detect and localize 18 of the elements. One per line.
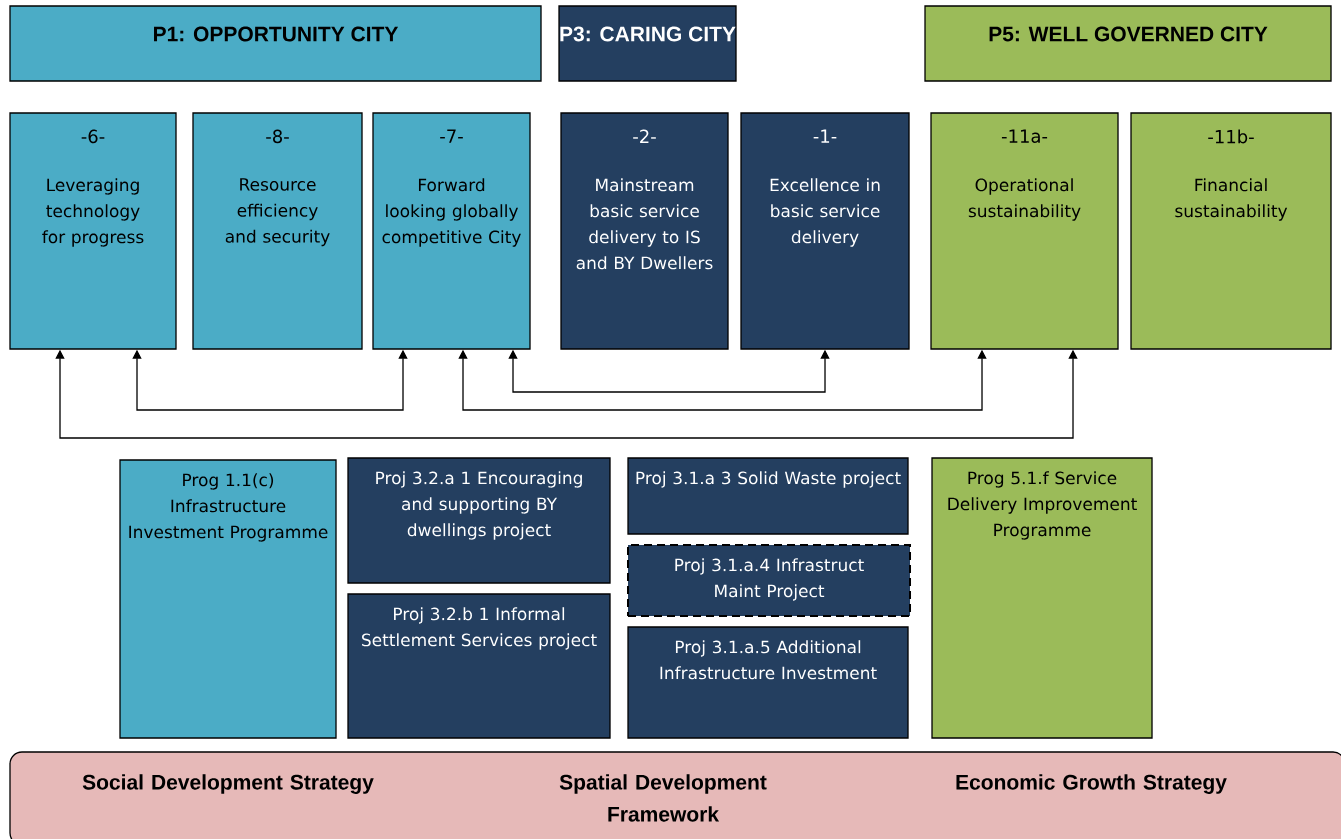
programme-box: Proj 3.1.a.5 Additional Infrastructure Investment xyxy=(627,626,909,739)
objective-box: -7- Forward looking globally competitive City xyxy=(372,112,531,350)
pillar-header-box: P5: WELL GOVERNED CITY xyxy=(924,5,1332,82)
objective-box: -11b- Financial sustainability xyxy=(1130,112,1332,350)
programme-box: Proj 3.1.a 3 Solid Waste project xyxy=(627,457,909,535)
pillar-header-box: P1: OPPORTUNITY CITY xyxy=(9,5,542,82)
objective-box: -11a- Operational sustainability xyxy=(930,112,1119,350)
strategy-band: Social Development Strategy Spatial Development Framework Economic Growth Strategy xyxy=(9,751,1341,839)
objective-box: -2- Mainstream basic service delivery to IS and BY Dwellers xyxy=(560,112,729,350)
objective-box: -8- Resource efficiency and security xyxy=(192,112,363,350)
programme-box: Proj 3.2.b 1 Informal Settlement Services project xyxy=(347,593,611,739)
programme-box: Proj 3.1.a.4 Infrastruct Maint Project xyxy=(627,544,911,617)
programme-box: Prog 5.1.f Service Delivery Improvement Programme xyxy=(931,457,1153,739)
programme-box: Proj 3.2.a 1 Encouraging and supporting BY dwellings project xyxy=(347,457,611,584)
objective-box: -6- Leveraging technology for progress xyxy=(9,112,177,350)
programme-box: Prog 1.1(c) Infrastructure Investment Programme xyxy=(119,459,337,739)
pillar-header-box: P3: CARING CITY xyxy=(558,5,737,82)
objective-box: -1- Excellence in basic service delivery xyxy=(740,112,910,350)
